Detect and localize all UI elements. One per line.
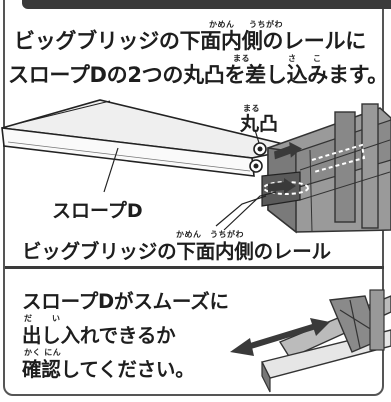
maru-totsu-knobs xyxy=(249,129,267,173)
big-bridge-structure xyxy=(261,103,391,234)
label-slope-d: スロープD xyxy=(52,200,143,222)
furigana-kamen: かめん xyxy=(209,20,235,29)
check-line-3: 確認してください。 xyxy=(22,358,195,381)
check-line-2: 出し入れできるか xyxy=(22,324,176,347)
check-line-1: スロープDがスムーズに xyxy=(22,290,229,313)
instruction-line-2: スロープDの2つの丸凸を差し込みます。 xyxy=(8,63,388,87)
furigana-uchigawa: うちがわ xyxy=(249,20,283,29)
furigana-ko: こ xyxy=(313,54,322,63)
instruction-line-1: ビッグブリッジの下面内側のレールに xyxy=(14,29,366,53)
two-way-arrow-icon xyxy=(230,318,330,356)
caption-bridge-rail: ビッグブリッジの下面内側のレール xyxy=(22,240,331,263)
furigana-caption-uchigawa: うちがわ xyxy=(210,230,244,239)
furigana-caption-kamen: かめん xyxy=(176,230,202,239)
label-maru-totsu: 丸凸 xyxy=(240,113,279,135)
header-bar xyxy=(22,0,391,9)
insertion-arrows xyxy=(268,141,302,194)
furigana-i: い xyxy=(52,314,61,323)
slope-slide-illustration xyxy=(260,289,391,393)
furigana-kakunin: かく にん xyxy=(24,348,62,357)
section-divider xyxy=(5,266,384,269)
furigana-maru: まる xyxy=(233,54,250,63)
slope-d-plank xyxy=(1,99,301,177)
furigana-sa: さ xyxy=(288,54,297,63)
furigana-label-maru: まる xyxy=(243,104,260,113)
furigana-da: だ xyxy=(24,314,33,323)
